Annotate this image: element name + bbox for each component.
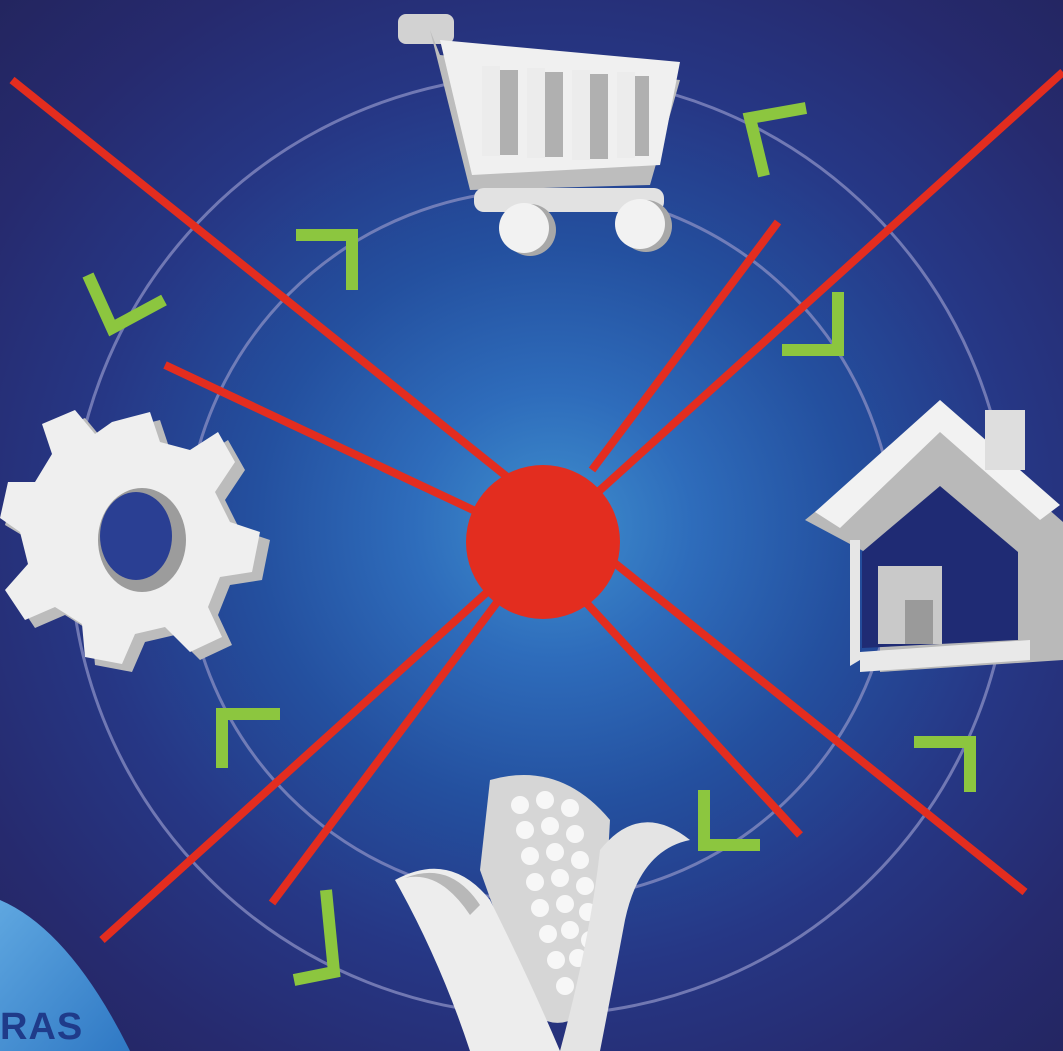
- red-line-lower-right-ray: [567, 582, 803, 838]
- green-arrow-bottom-center: [698, 790, 760, 851]
- red-line-left-ray: [163, 361, 507, 529]
- red-line-upper-right-ray: [588, 219, 782, 473]
- green-arrow-right-upper: [782, 292, 844, 356]
- corner-panel: [0, 900, 130, 1051]
- house-icon: [805, 400, 1063, 672]
- gear-icon: [0, 410, 270, 672]
- corner-label: RAS: [0, 1006, 84, 1048]
- red-line-lower-left-ray: [268, 582, 514, 906]
- green-arrows: [82, 102, 976, 986]
- green-arrow-top-left: [296, 229, 358, 290]
- corn-icon: [395, 775, 690, 1051]
- green-arrow-bottom-left: [292, 889, 341, 986]
- green-arrow-left-upper: [82, 272, 167, 337]
- green-arrow-top-right: [742, 102, 808, 178]
- green-arrow-left-lower: [216, 708, 280, 768]
- shopping-cart-icon: [398, 14, 680, 256]
- center-circle: [466, 465, 620, 619]
- green-arrow-right-lower: [914, 736, 976, 792]
